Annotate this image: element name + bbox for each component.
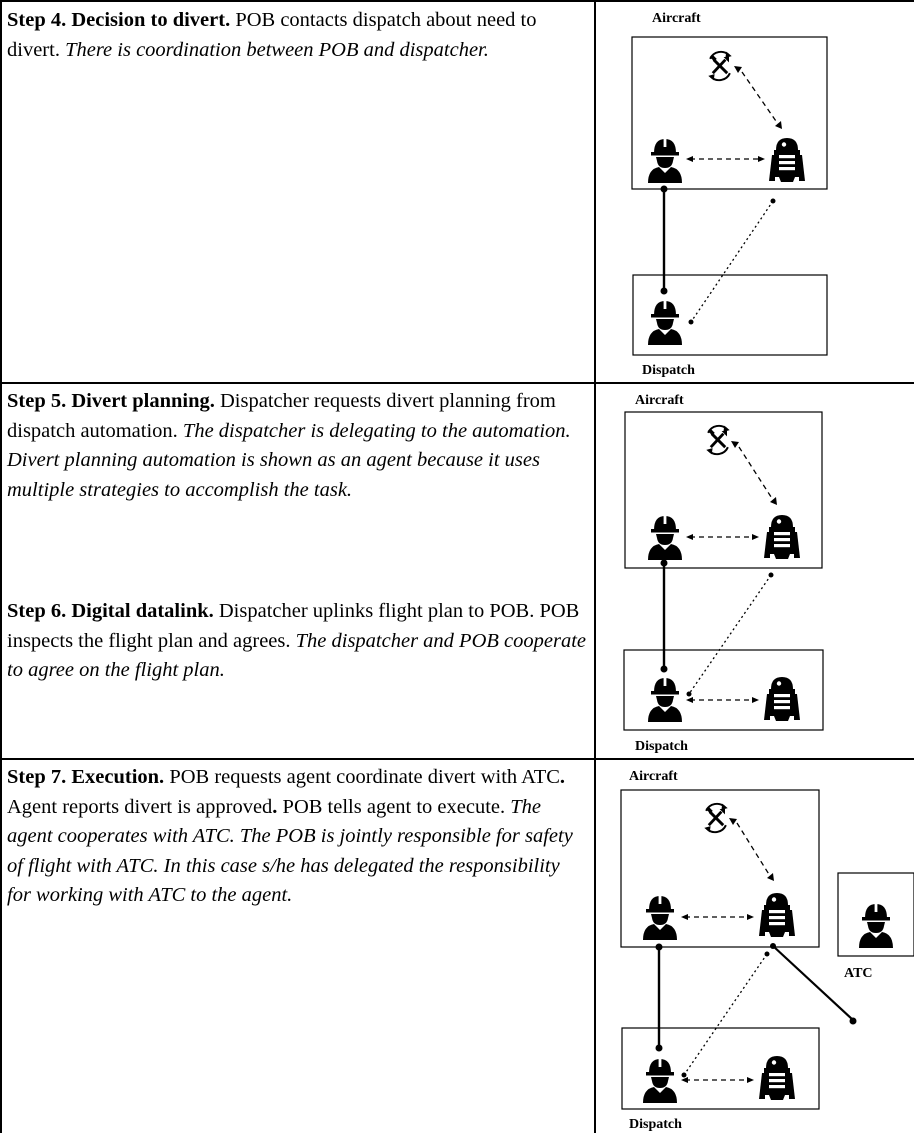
- dispatch-label: Dispatch: [642, 363, 695, 378]
- step-7-description: Step 7. Execution. POB requests agent co…: [7, 763, 587, 911]
- step-4-description: Step 4. Decision to divert. POB contacts…: [7, 6, 587, 65]
- table-row-divider: [0, 382, 914, 384]
- agent-dispatcher-link: [683, 953, 768, 1076]
- aircraft-label: Aircraft: [629, 769, 678, 784]
- step-text: .: [272, 795, 278, 818]
- step-commentary: The agent cooperates with ATC. The POB i…: [7, 795, 573, 907]
- step-text: POB tells agent to execute.: [277, 795, 511, 818]
- step-commentary: There is coordination between POB and di…: [65, 38, 489, 61]
- atc-label: ATC: [844, 966, 873, 981]
- agent-dispatcher-link: [690, 200, 774, 323]
- step-text: POB requests agent coordinate divert wit…: [164, 766, 560, 788]
- step-text: Dispatcher requests divert planning from…: [7, 390, 556, 442]
- agent-dispatcher-link: [688, 574, 772, 695]
- pilot-icon: [648, 515, 682, 560]
- tool-agent-link: [741, 71, 779, 125]
- aircraft-agent-icon: [764, 515, 800, 559]
- table-row-divider: [0, 758, 914, 760]
- table-column-divider: [594, 0, 596, 1133]
- step-5-description: Step 5. Divert planning. Dispatcher requ…: [7, 387, 587, 505]
- atc-controller-icon: [859, 903, 893, 948]
- pilot-icon: [643, 895, 677, 940]
- dispatch-box: [621, 1027, 820, 1110]
- dispatch-box: [623, 649, 824, 731]
- step-heading: Step 7. Execution.: [7, 766, 165, 788]
- step-heading: Step 4. Decision to divert.: [7, 9, 231, 31]
- agent-atc-link: [772, 945, 854, 1021]
- tool-icon: [704, 424, 732, 456]
- step-commentary: The dispatcher is delegating to the auto…: [7, 419, 571, 501]
- step-text: POB contacts dispatch about need to dive…: [7, 9, 537, 61]
- step-6-description: Step 6. Digital datalink. Dispatcher upl…: [7, 597, 587, 686]
- aircraft-agent-icon: [769, 138, 805, 182]
- step-5-6-diagram: Aircraft Dispatch: [602, 384, 914, 758]
- step-heading: Step 6. Digital datalink.: [7, 600, 214, 622]
- aircraft-label: Aircraft: [635, 393, 684, 408]
- tool-agent-link: [736, 822, 771, 877]
- tool-icon: [706, 50, 734, 82]
- dispatch-box: [632, 274, 828, 356]
- aircraft-box: [620, 789, 820, 948]
- dispatch-label: Dispatch: [629, 1117, 682, 1132]
- step-heading: Step 5. Divert planning.: [7, 390, 215, 412]
- atc-box: [837, 872, 914, 957]
- step-text: .: [559, 766, 566, 788]
- dispatcher-icon: [648, 300, 682, 345]
- step-text: Dispatcher uplinks flight plan to POB. P…: [7, 600, 580, 652]
- tool-agent-link: [738, 446, 774, 501]
- aircraft-box: [624, 411, 823, 569]
- aircraft-label: Aircraft: [652, 11, 701, 26]
- step-commentary: The dispatcher and POB cooperate to agre…: [7, 629, 586, 682]
- dispatch-automation-icon: [759, 1056, 795, 1100]
- step-text: Agent reports divert is approved: [7, 795, 273, 818]
- table-border-left: [0, 0, 2, 1133]
- pilot-icon: [648, 138, 682, 183]
- dispatcher-icon: [648, 677, 682, 722]
- dispatch-automation-icon: [764, 677, 800, 721]
- aircraft-box: [631, 36, 828, 190]
- dispatcher-icon: [643, 1058, 677, 1103]
- step-4-diagram: Aircraft Dispatch: [602, 2, 914, 382]
- dispatch-label: Dispatch: [635, 739, 688, 754]
- aircraft-agent-icon: [759, 893, 795, 937]
- table-border-top: [0, 0, 914, 2]
- step-7-diagram: Aircraft ATC Dispatch: [602, 760, 914, 1133]
- tool-icon: [702, 802, 730, 834]
